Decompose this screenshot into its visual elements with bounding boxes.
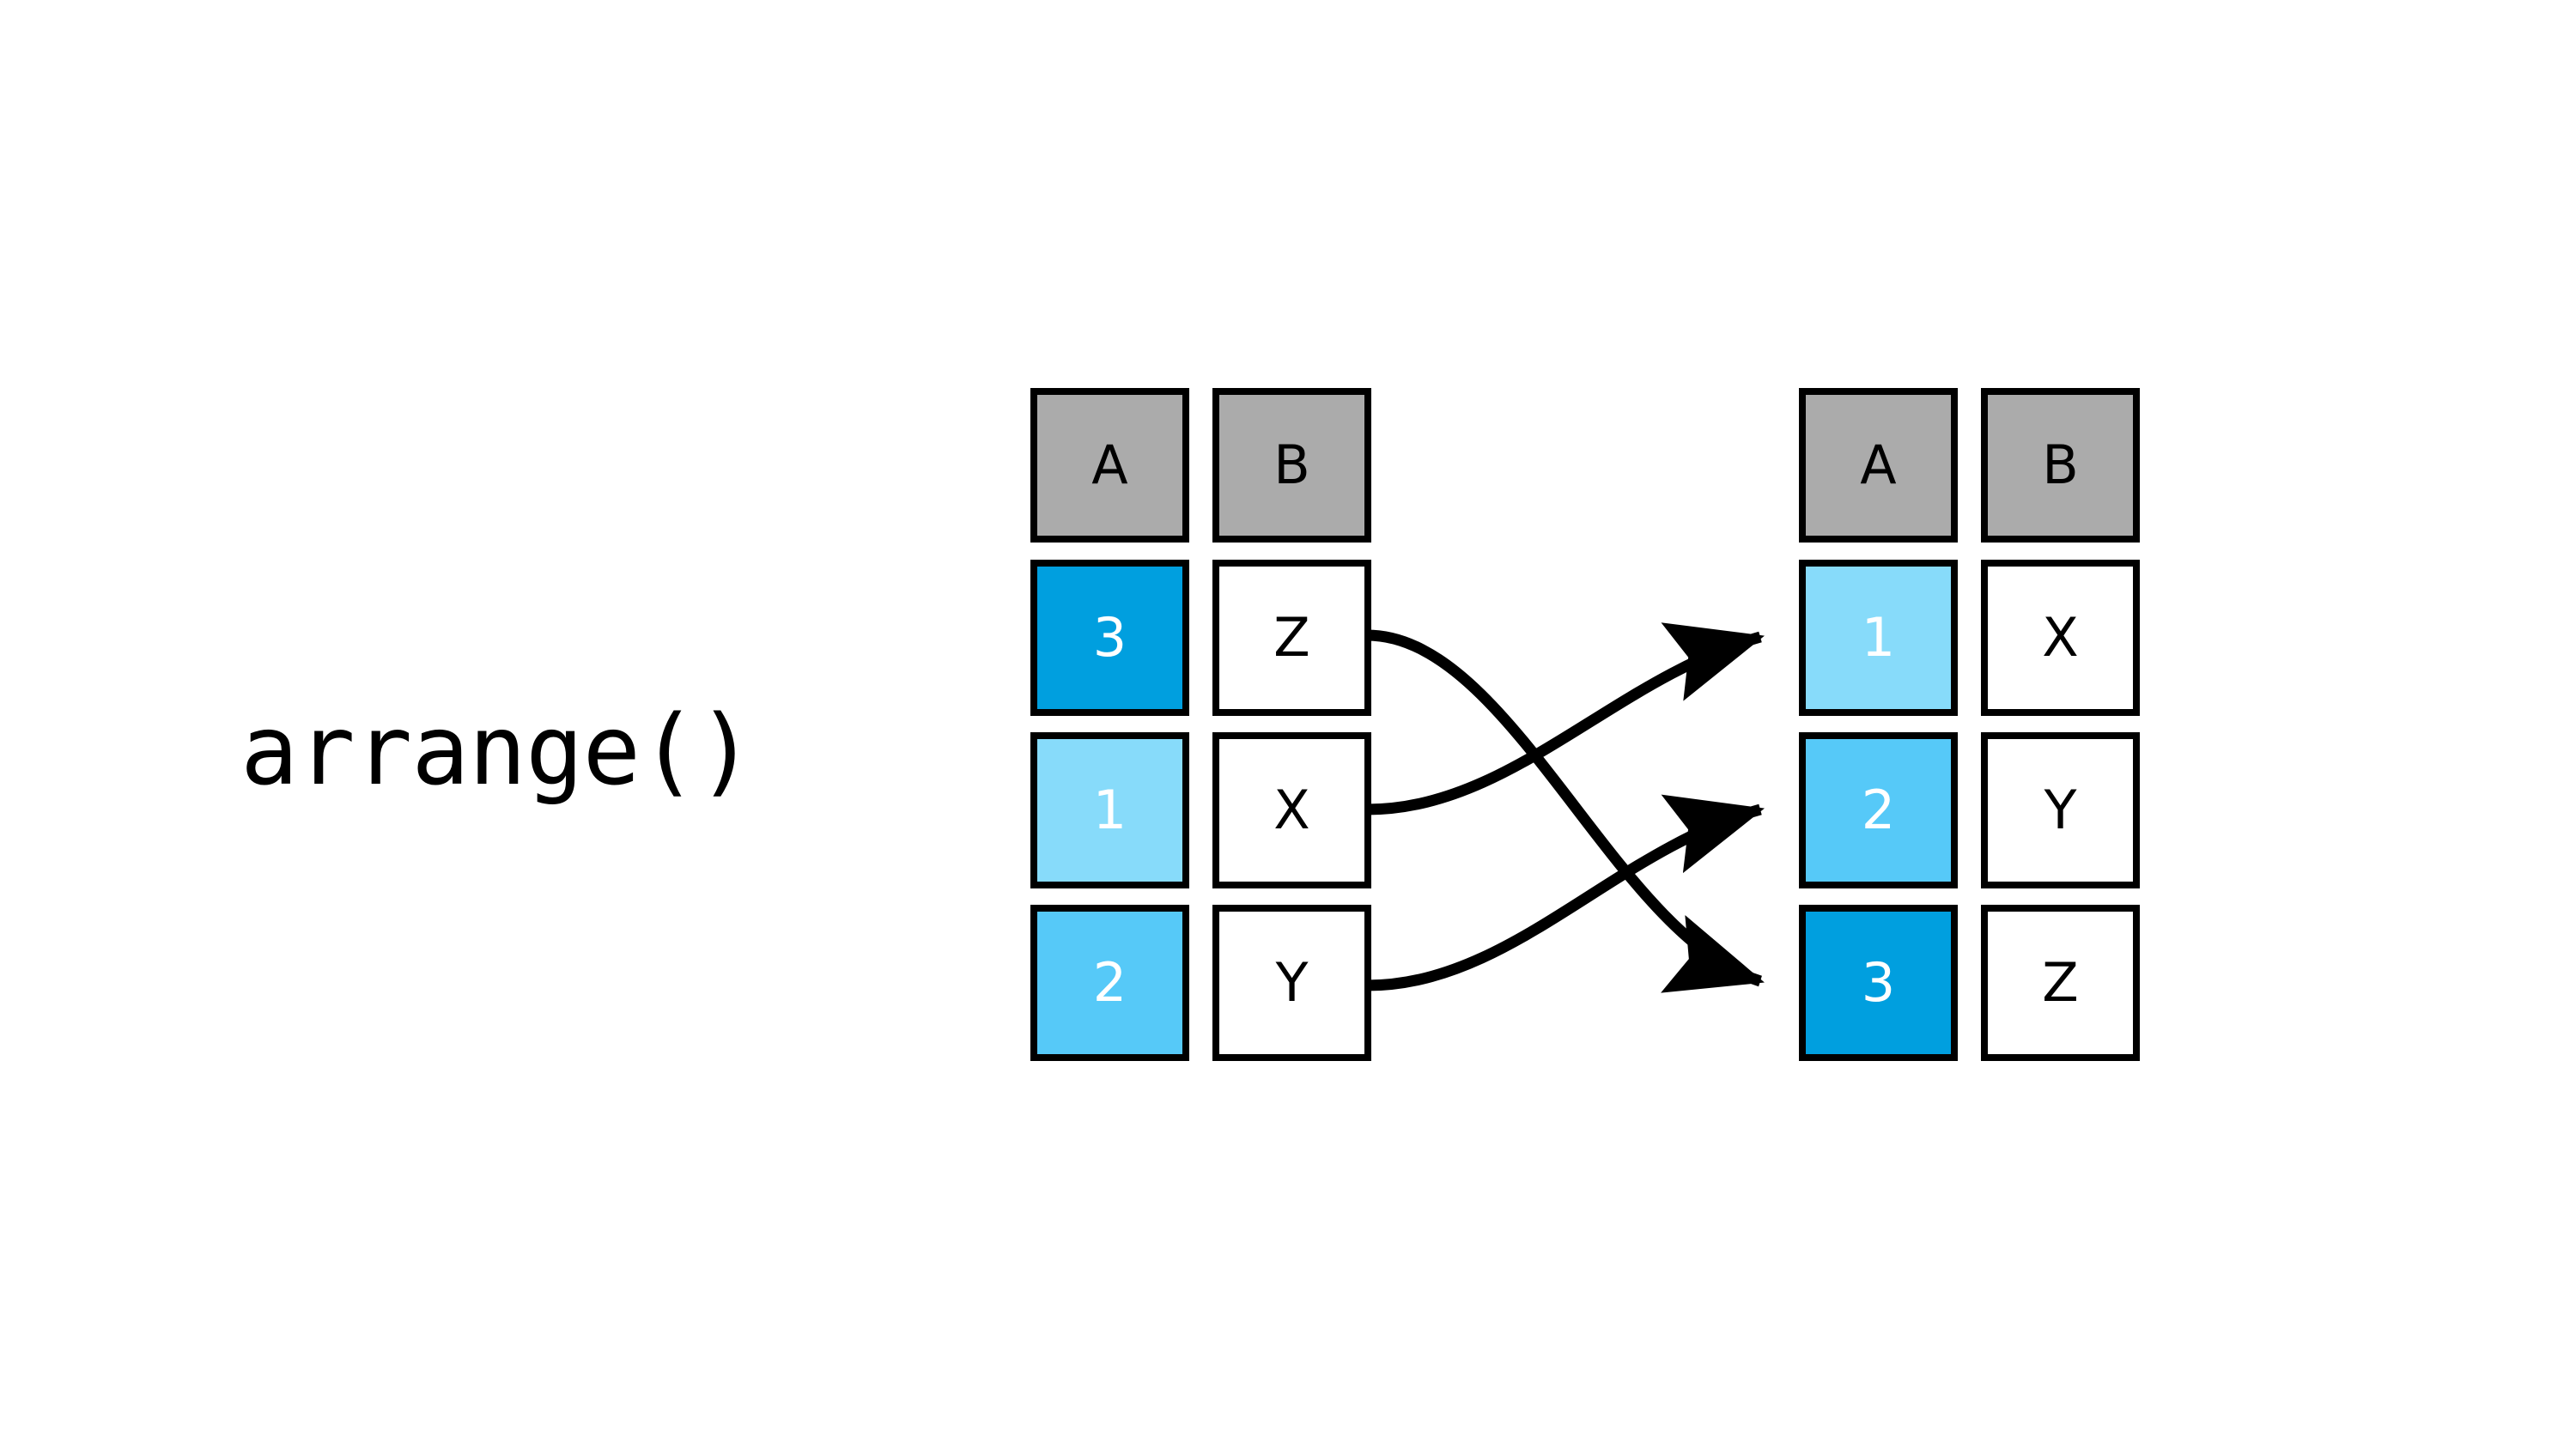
output-cell-b-row1: X <box>1981 560 2140 716</box>
output-header-b: B <box>1981 388 2140 543</box>
input-header-a: A <box>1030 388 1189 543</box>
arrow-z-row1-to-row3 <box>1366 629 1765 993</box>
input-cell-b-row2: X <box>1212 732 1371 888</box>
input-cell-b-row3: Y <box>1212 905 1371 1061</box>
output-table-column-b: B X Y Z <box>1981 388 2140 1061</box>
input-cell-b-row1: Z <box>1212 560 1371 716</box>
input-cell-a-row1: 3 <box>1030 560 1189 716</box>
operation-label: arrange() <box>240 695 755 807</box>
input-header-b: B <box>1212 388 1371 543</box>
input-table-column-b: B Z X Y <box>1212 388 1371 1061</box>
input-cell-a-row3: 2 <box>1030 905 1189 1061</box>
arrow-x-row2-to-row1 <box>1366 622 1765 815</box>
input-table: A 3 1 2 B Z X Y <box>1030 388 1371 1061</box>
output-cell-a-row3: 3 <box>1799 905 1958 1061</box>
arrow-y-row3-to-row2 <box>1366 794 1765 991</box>
output-cell-b-row3: Z <box>1981 905 2140 1061</box>
output-header-a: A <box>1799 388 1958 543</box>
output-table: A 1 2 3 B X Y Z <box>1799 388 2140 1061</box>
input-cell-a-row2: 1 <box>1030 732 1189 888</box>
output-cell-a-row2: 2 <box>1799 732 1958 888</box>
output-cell-a-row1: 1 <box>1799 560 1958 716</box>
output-table-column-a: A 1 2 3 <box>1799 388 1958 1061</box>
output-cell-b-row2: Y <box>1981 732 2140 888</box>
input-table-column-a: A 3 1 2 <box>1030 388 1189 1061</box>
